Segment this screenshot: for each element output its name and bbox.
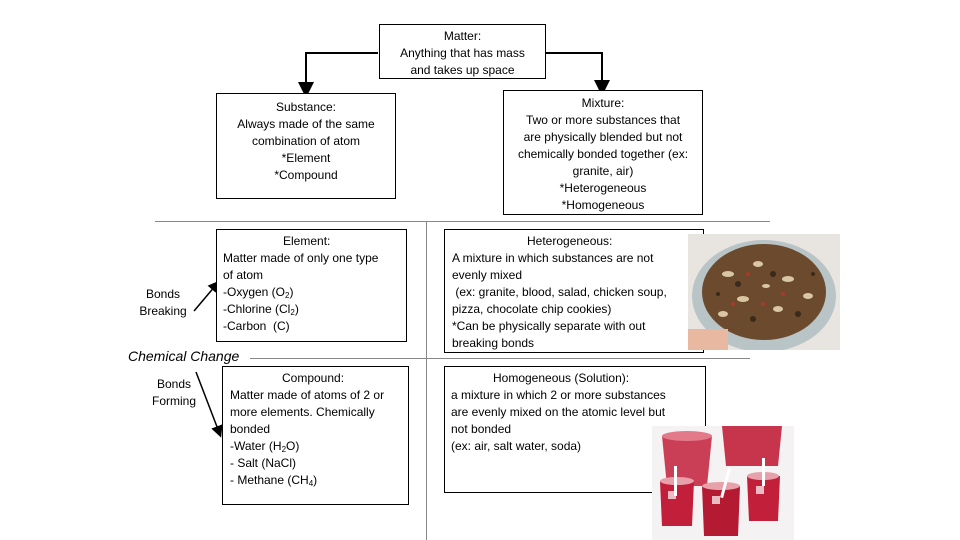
homogeneous-line-3: not bonded bbox=[451, 422, 512, 436]
compound-line-2: more elements. Chemically bbox=[230, 405, 375, 419]
middle-divider bbox=[250, 358, 750, 359]
substance-line-3: *Element bbox=[281, 151, 331, 165]
arrow-bonds-breaking bbox=[193, 280, 220, 312]
upper-divider bbox=[155, 221, 770, 222]
heterogeneous-line-3: (ex: granite, blood, salad, chicken soup… bbox=[452, 285, 667, 299]
element-oxygen: -Oxygen (O2) bbox=[223, 285, 294, 300]
element-chlorine: -Chlorine (Cl2) bbox=[223, 302, 299, 317]
homogeneous-line-4: (ex: air, salt water, soda) bbox=[451, 439, 582, 453]
element-carbon: -Carbon (C) bbox=[223, 319, 290, 333]
compound-water: -Water (H2O) bbox=[230, 439, 300, 454]
mixture-line-6: *Homogeneous bbox=[561, 198, 645, 212]
mixture-line-5: *Heterogeneous bbox=[559, 181, 647, 195]
element-line-2: of atom bbox=[223, 268, 264, 282]
heterogeneous-box: Heterogeneous: A mixture in which substa… bbox=[444, 229, 704, 353]
bonds-forming-label: Bonds Forming bbox=[151, 377, 196, 408]
heterogeneous-line-1: A mixture in which substances are not bbox=[452, 251, 654, 265]
arrow-bonds-forming bbox=[195, 371, 223, 438]
mixture-line-1: Two or more substances that bbox=[525, 113, 681, 127]
substance-line-1: Always made of the same bbox=[237, 117, 375, 131]
vertical-divider bbox=[426, 221, 427, 540]
matter-title: Matter: bbox=[443, 29, 482, 43]
substance-box: Substance: Always made of the same combi… bbox=[216, 93, 396, 199]
substance-line-2: combination of atom bbox=[251, 134, 361, 148]
heterogeneous-line-6: breaking bonds bbox=[452, 336, 535, 350]
element-box: Element: Matter made of only one type of… bbox=[216, 229, 407, 342]
compound-title: Compound: bbox=[282, 371, 345, 385]
element-title: Element: bbox=[283, 234, 331, 248]
mixture-title: Mixture: bbox=[581, 96, 625, 110]
heterogeneous-line-5: *Can be physically separate with out bbox=[452, 319, 646, 333]
chemical-change-label: Chemical Change bbox=[126, 348, 242, 364]
bonds-breaking-label: Bonds Breaking bbox=[139, 287, 187, 318]
compound-line-3: bonded bbox=[230, 422, 271, 436]
punch-drinks-photo bbox=[652, 426, 794, 540]
substance-title: Substance: bbox=[275, 100, 337, 114]
element-line-1: Matter made of only one type bbox=[223, 251, 379, 265]
mixture-line-2: are physically blended but not bbox=[523, 130, 683, 144]
mixture-line-3: chemically bonded together (ex: bbox=[517, 147, 689, 161]
heterogeneous-title: Heterogeneous: bbox=[527, 234, 613, 248]
matter-line-1: Anything that has mass bbox=[400, 46, 525, 60]
heterogeneous-line-4: pizza, chocolate chip cookies) bbox=[452, 302, 612, 316]
compound-box: Compound: Matter made of atoms of 2 or m… bbox=[222, 366, 409, 505]
trail-mix-photo bbox=[688, 234, 840, 350]
homogeneous-title: Homogeneous (Solution): bbox=[493, 371, 630, 385]
matter-box: Matter: Anything that has mass and takes… bbox=[379, 24, 546, 79]
substance-line-4: *Compound bbox=[274, 168, 338, 182]
homogeneous-line-1: a mixture in which 2 or more substances bbox=[451, 388, 666, 402]
compound-salt: - Salt (NaCl) bbox=[230, 456, 297, 470]
arrow-to-substance bbox=[298, 52, 378, 98]
mixture-box: Mixture: Two or more substances that are… bbox=[503, 90, 703, 215]
mixture-line-4: granite, air) bbox=[572, 164, 634, 178]
heterogeneous-line-2: evenly mixed bbox=[452, 268, 523, 282]
compound-line-1: Matter made of atoms of 2 or bbox=[230, 388, 385, 402]
arrow-to-mixture bbox=[546, 52, 610, 96]
compound-methane: - Methane (CH4) bbox=[230, 473, 318, 488]
matter-line-2: and takes up space bbox=[410, 63, 515, 77]
homogeneous-line-2: are evenly mixed on the atomic level but bbox=[451, 405, 666, 419]
